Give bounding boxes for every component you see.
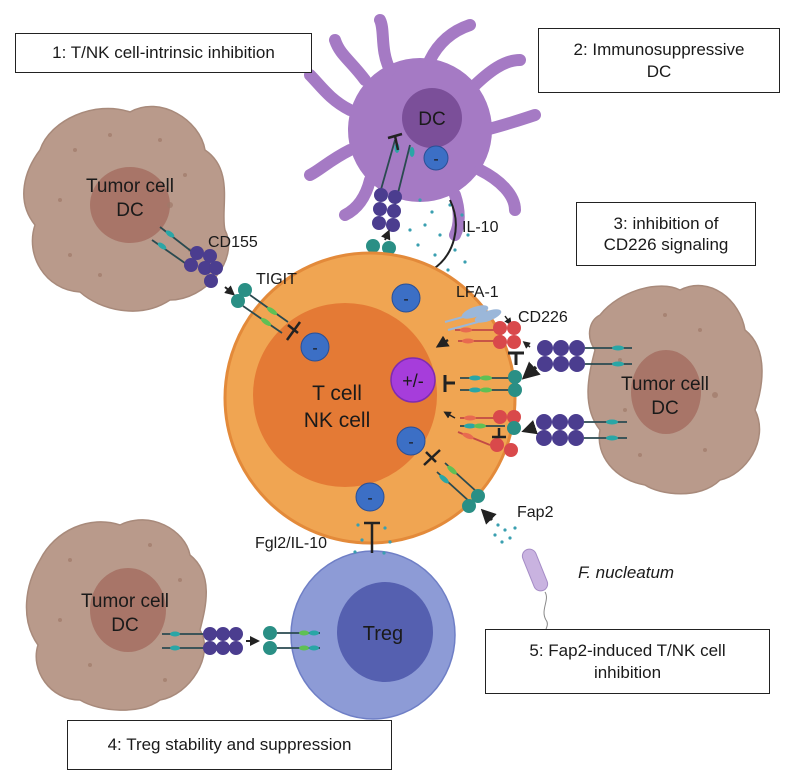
t-cell-nucleus [253,303,437,487]
cd226-complex-lower [443,410,521,457]
mechanism-box-4-text: 4: Treg stability and suppression [107,735,352,755]
tumor-nucleus-right [631,350,701,434]
svg-text:-: - [433,151,438,168]
mechanism-box-4: 4: Treg stability and suppression [67,720,392,770]
tigit-label: TIGIT [256,271,297,288]
tumor-label-top-left-1: Tumor cell [86,176,174,197]
il10-inhibition-line [431,199,457,271]
cd226-label: CD226 [518,309,568,326]
inhibitory-node-3: - [396,426,426,456]
tigit-complex-right [443,351,524,397]
treg-receptor-complex [162,626,320,655]
tumor-cell-top-left: Tumor cell DC [23,105,230,312]
mechanism-box-5-line1: 5: Fap2-induced T/NK cell [529,641,726,661]
inhibitory-node-1: - [300,332,330,362]
mechanism-box-2-line2: DC [646,61,672,81]
cd155-label: CD155 [208,234,258,251]
dc-inhibitory-node [423,145,449,171]
fap2-complex [423,449,517,544]
dc-receptor-complex [364,132,415,299]
lfa1-complex [444,305,502,331]
tumor-label-bottom-left-1: Tumor cell [81,591,169,612]
treg-cell: Treg [290,550,456,720]
mechanism-box-3: 3: inhibition of CD226 signaling [576,202,756,266]
svg-text:-: - [367,490,372,507]
mechanism-box-2: 2: Immunosuppressive DC [538,28,780,93]
f-nucleatum-label: F. nucleatum [578,563,674,582]
cd155-tigit-complex [151,226,302,341]
fgl2-inhibition-line [364,521,380,553]
svg-text:-: - [408,434,413,451]
tumor-nucleus-bottom-left [90,568,166,652]
dendritic-cell: DC - [304,14,541,241]
fap2-label: Fap2 [517,504,554,521]
tumor-nucleus-top-left [90,167,170,243]
tumor-cell-right: Tumor cell DC [587,284,763,495]
mechanism-box-3-line1: 3: inhibition of [613,213,719,233]
tumor-label-top-left-2: DC [116,200,143,221]
inhibitory-node-4: - [355,482,385,512]
tumor-label-right-2: DC [651,398,678,419]
inhibitory-node-2: - [391,283,421,313]
svg-text:-: - [312,340,317,357]
cd226-complex-upper [435,321,521,349]
dc-label: DC [418,109,445,130]
tumor-label-right-1: Tumor cell [621,374,709,395]
mechanism-box-5-line2: inhibition [593,662,662,682]
mechanism-box-1: 1: T/NK cell-intrinsic inhibition [15,33,312,73]
mechanism-box-2-line1: 2: Immunosuppressive [573,40,745,60]
tumor-label-bottom-left-2: DC [111,615,138,636]
treg-label: Treg [363,623,403,645]
cd155-complex-right-lower [521,414,627,446]
f-nucleatum-bacterium [521,548,549,636]
svg-text:+/-: +/- [402,371,424,391]
lfa1-label: LFA-1 [456,284,499,301]
fgl2-il10-dots [353,523,392,555]
treg-nucleus [337,582,433,682]
tumor-cell-bottom-left: Tumor cell DC [25,519,207,711]
tcell-label-2: NK cell [304,409,371,432]
cd155-complex-right-upper [521,340,632,380]
il10-label: IL-10 [462,219,499,236]
tcell-label-1: T cell [312,382,362,405]
fgl2-il10-label: Fgl2/IL-10 [255,535,327,552]
dual-signal-node: +/- [390,357,436,403]
dc-nucleus [402,88,462,148]
mechanism-box-1-text: 1: T/NK cell-intrinsic inhibition [52,43,275,63]
svg-text:-: - [403,291,408,308]
mechanism-box-5: 5: Fap2-induced T/NK cell inhibition [485,629,770,694]
mechanism-box-3-line2: CD226 signaling [603,235,729,254]
